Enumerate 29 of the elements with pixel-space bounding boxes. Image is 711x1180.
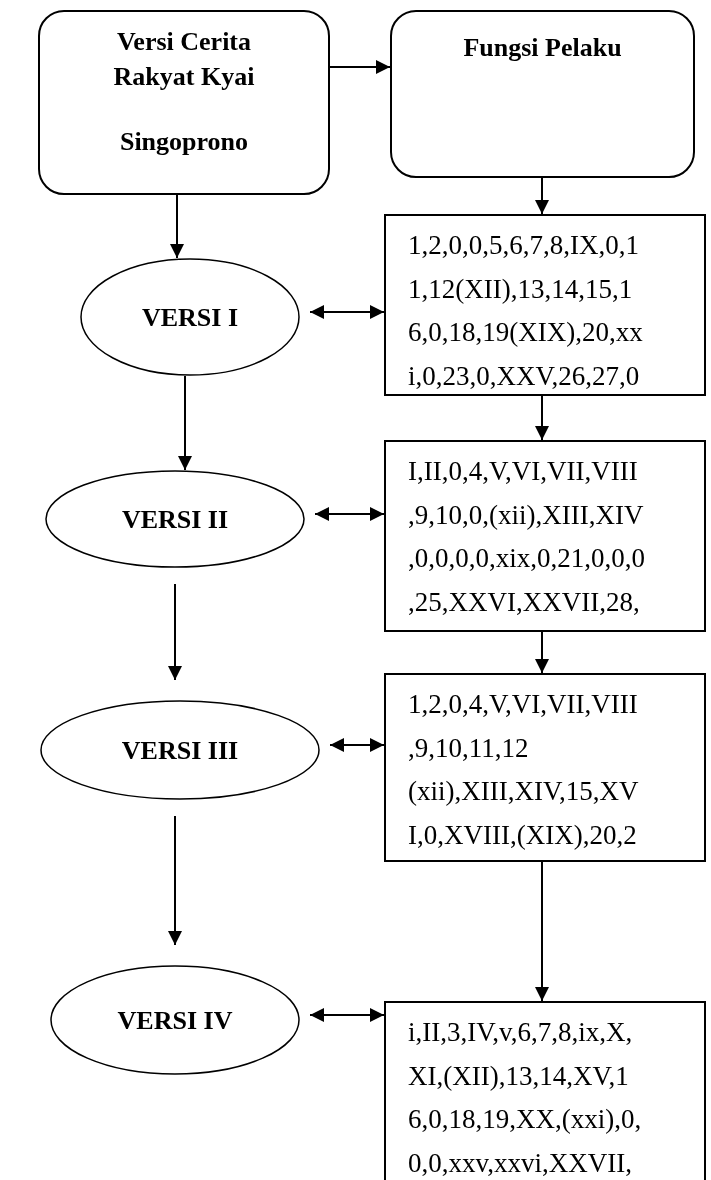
arrow xyxy=(535,395,549,441)
arrow xyxy=(170,194,184,259)
arrow xyxy=(535,861,549,1002)
ellipse-node xyxy=(50,965,300,1075)
node-title: Fungsi Pelaku xyxy=(462,32,623,64)
arrow xyxy=(168,815,182,946)
arrow xyxy=(314,507,385,521)
node-title: VERSI III xyxy=(120,734,240,767)
arrow xyxy=(535,631,549,674)
arrow xyxy=(309,305,385,319)
ellipse-node xyxy=(45,470,305,568)
arrow xyxy=(535,177,549,215)
ellipse-node xyxy=(40,700,320,800)
node-title: VERSI I xyxy=(140,301,240,334)
node-title: VERSI II xyxy=(120,503,230,536)
arrow xyxy=(329,738,385,752)
arrow xyxy=(178,375,192,471)
ellipse-node xyxy=(80,258,300,376)
function-list: 1,2,0,0,5,6,7,8,IX,0,1 1,12(XII),13,14,15,1 6,0,18,19(XIX),20,xx i,0,23,0,XXV,26,27,0 xyxy=(386,216,704,398)
function-list: i,II,3,IV,v,6,7,8,ix,X, XI,(XII),13,14,XV,1 6,0,18,19,XX,(xxi),0, 0,0,xxv,xxvi,XXVII, xyxy=(386,1003,704,1180)
function-list: I,II,0,4,V,VI,VII,VIII ,9,10,0,(xii),XIII,XIV ,0,0,0,0,xix,0,21,0,0,0 ,25,XXVI,XXVII,28, xyxy=(386,442,704,624)
node-title: Versi Cerita Rakyat Kyai Singoprono xyxy=(112,26,256,158)
rounded-box xyxy=(390,10,695,178)
arrow xyxy=(329,60,391,74)
rounded-box xyxy=(38,10,330,195)
node-title: VERSI IV xyxy=(116,1004,234,1037)
function-list: 1,2,0,4,V,VI,VII,VIII ,9,10,11,12 (xii),XIII,XIV,15,XV I,0,XVIII,(XIX),20,2 xyxy=(386,675,704,857)
arrow xyxy=(168,583,182,681)
arrow xyxy=(309,1008,385,1022)
